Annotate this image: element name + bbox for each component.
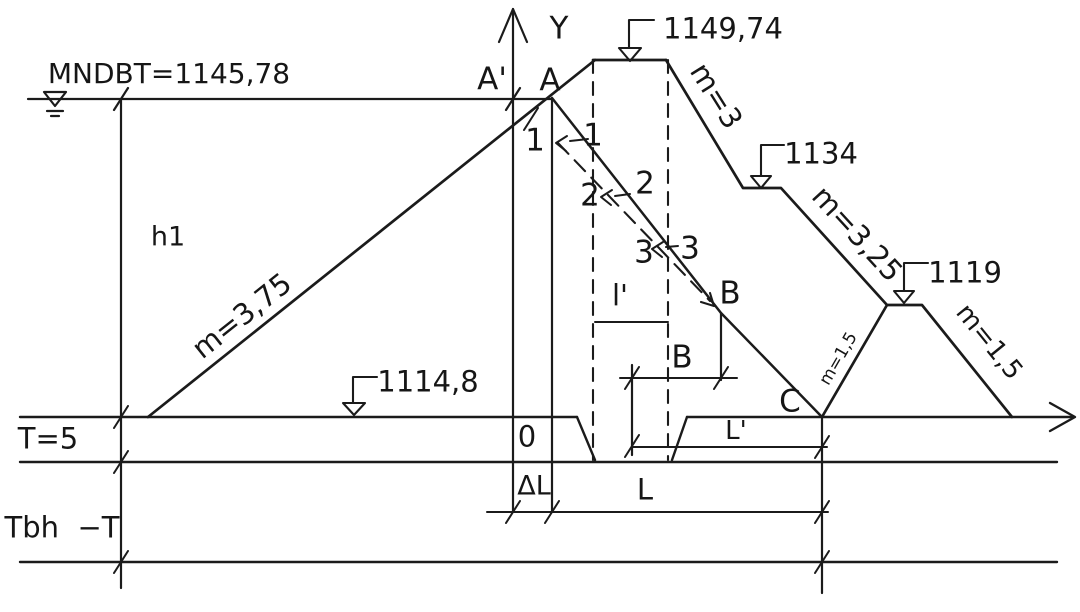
seepage-dashed-line [556,141,712,303]
water-level-label: MNDBT=1145,78 [47,57,291,90]
dim-l-label: L [636,472,654,507]
dim-l-prime-label: L' [725,416,747,446]
elevation-ground-label: 1114,8 [377,364,479,399]
dim-delta-l-label: ΔL [517,470,551,502]
flag-1119-icon [892,261,930,305]
construction-point-3-left-label: 3 [634,234,654,271]
flag-1114-icon [341,375,379,417]
dimension-lines [113,107,830,574]
seepage-line [550,96,824,419]
construction-point-2-left-label: 2 [580,177,600,214]
downstream-slope-line [664,58,1014,419]
elevation-flags [341,18,930,417]
construction-point-1-right-label: 1 [583,117,603,154]
dim-t-label: T=5 [17,421,79,456]
dimension-ticks [113,107,830,574]
dim-tbh-label: Tbh −T [4,510,120,545]
water-level-icon [42,90,68,108]
y-axis-arrow-icon [497,7,529,44]
dim-b-label: B [671,339,693,376]
arrow-2-icon [600,189,631,206]
dam-profile [146,58,1014,419]
flag-1149-icon [617,18,656,63]
ground-lines [18,401,1077,564]
x-axis-arrow-icon [1048,401,1077,433]
point-c-label: C [779,383,801,420]
y-axis-label: Y [549,10,569,47]
point-a-prime-label: A' [477,61,507,98]
dim-h1-label: h1 [150,221,186,253]
arrow-3-icon [651,241,679,258]
drain-prism-inner-slope [820,303,889,419]
construction-point-2-right-label: 2 [635,165,655,202]
elevation-berm-upper-label: 1134 [784,136,858,171]
dim-l-prime-small-label: l' [611,278,629,313]
construction-point-1-left-label: 1 [525,122,545,159]
construction-point-3-right-label: 3 [680,230,700,267]
dashed-construction-lines [556,58,716,462]
origin-label: 0 [517,419,537,454]
upstream-slope-line [146,58,597,419]
water-level-line [26,86,554,118]
flag-1134-icon [749,143,786,190]
elevation-crest-label: 1149,74 [663,11,783,46]
point-a-label: A [539,62,561,99]
elevation-berm-lower-label: 1119 [928,255,1002,290]
arrow-1-icon [555,135,589,152]
point-b-label: B [719,275,741,312]
projection-arrows [555,135,679,258]
